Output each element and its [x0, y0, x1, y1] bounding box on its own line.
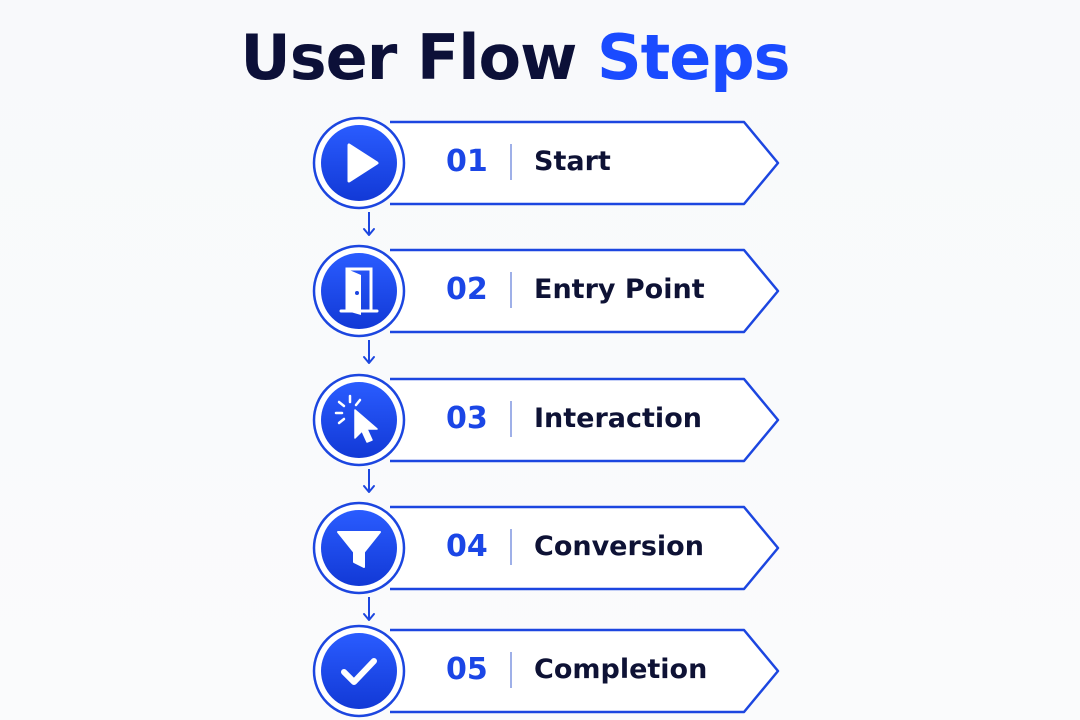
step-number: 01: [446, 144, 488, 179]
flow-step-start: 01 Start: [312, 112, 792, 212]
play-icon: [321, 125, 397, 201]
title-accent: Steps: [596, 21, 791, 94]
connector-arrow: [363, 597, 375, 621]
cursor-click-icon: [321, 382, 397, 458]
connector-arrow: [363, 340, 375, 364]
step-divider: [510, 652, 512, 688]
page-title: User Flow Steps: [0, 18, 1030, 98]
funnel-icon: [321, 510, 397, 586]
step-label: Conversion: [534, 531, 704, 562]
step-number: 04: [446, 529, 488, 564]
connector-arrow: [363, 212, 375, 236]
step-number: 05: [446, 652, 488, 687]
step-label: Interaction: [534, 403, 702, 434]
checkmark-icon: [321, 633, 397, 709]
flow-step-interaction: 03 Interaction: [312, 369, 792, 469]
step-divider: [510, 272, 512, 308]
connector-arrow: [363, 469, 375, 493]
title-main: User Flow: [240, 21, 577, 94]
step-divider: [510, 401, 512, 437]
step-number: 03: [446, 401, 488, 436]
door-icon: [321, 253, 397, 329]
flow-step-conversion: 04 Conversion: [312, 497, 792, 597]
flow-step-entry-point: 02 Entry Point: [312, 240, 792, 340]
step-divider: [510, 144, 512, 180]
step-label: Start: [534, 146, 611, 177]
step-label: Completion: [534, 654, 708, 685]
flow-step-completion: 05 Completion: [312, 620, 792, 720]
step-divider: [510, 529, 512, 565]
step-label: Entry Point: [534, 274, 705, 305]
step-number: 02: [446, 272, 488, 307]
